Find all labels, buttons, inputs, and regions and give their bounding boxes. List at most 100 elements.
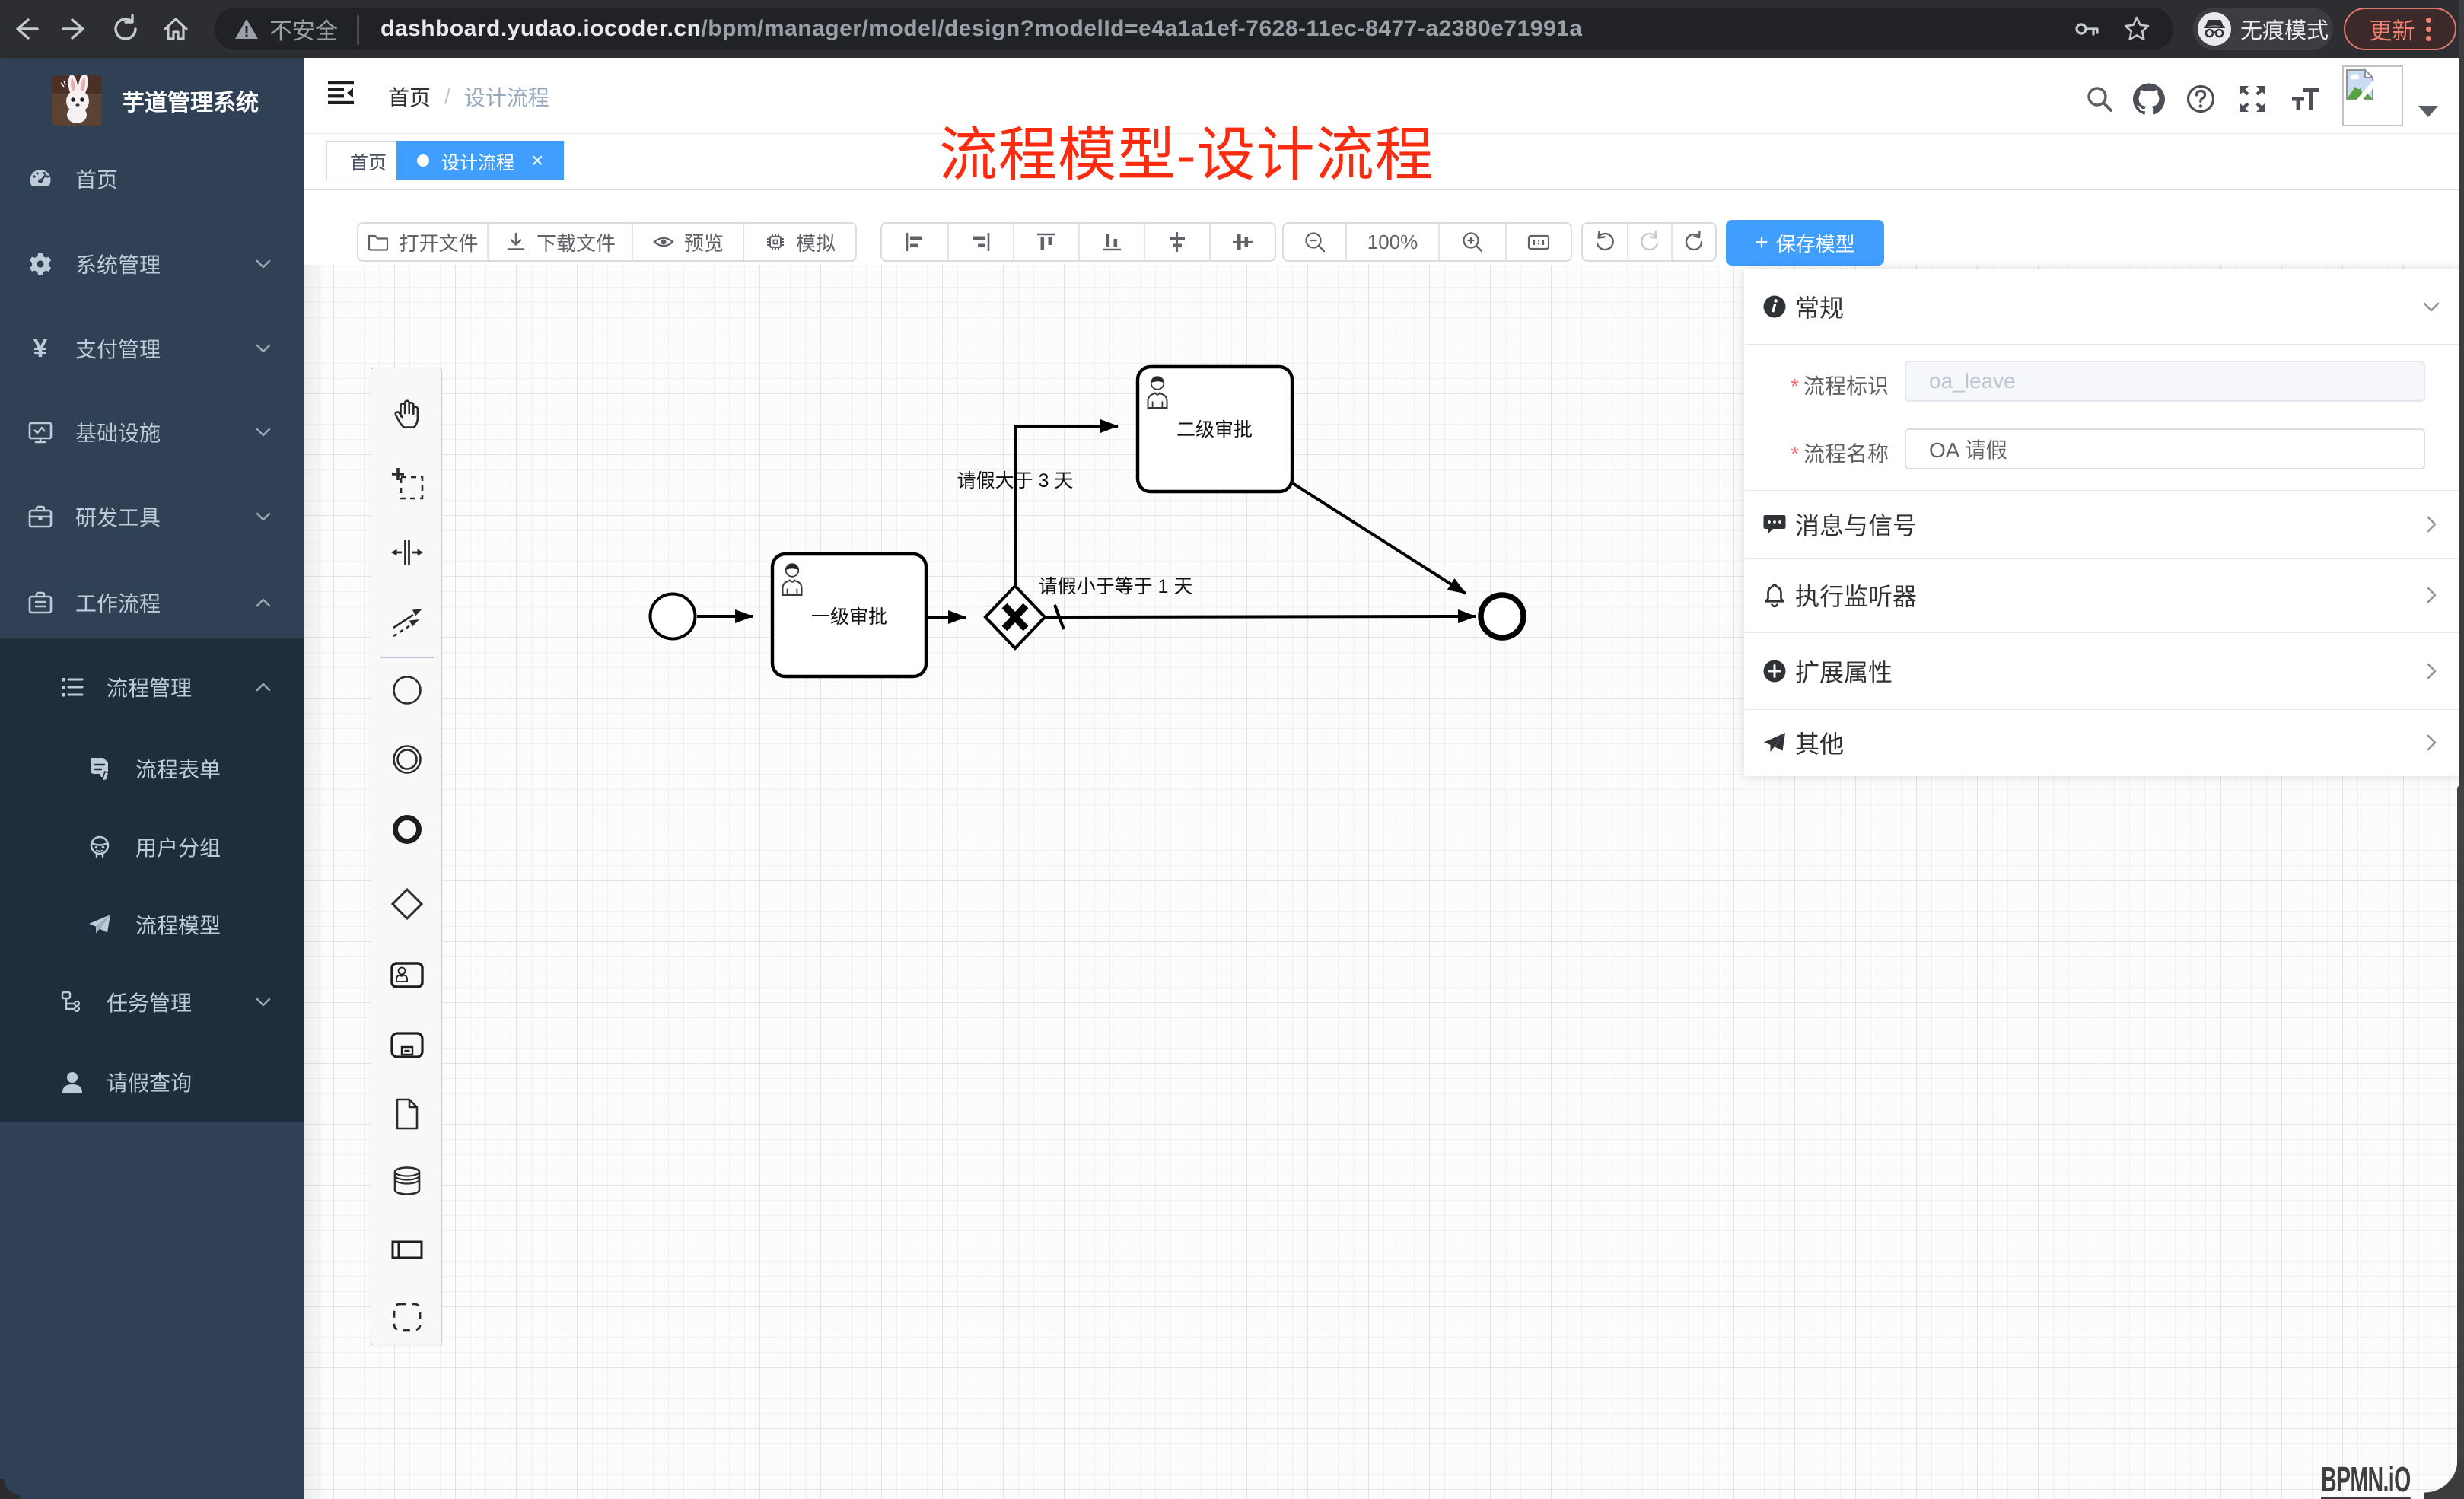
monitor-icon xyxy=(27,419,53,445)
sidebar-item-home[interactable]: 首页 xyxy=(0,139,304,218)
field-label-text: 流程名称 xyxy=(1803,442,1889,466)
simulate-button[interactable]: 模拟 xyxy=(743,224,855,260)
browser-back-button[interactable] xyxy=(0,0,50,58)
align-left-button[interactable] xyxy=(882,224,947,260)
align-bottom-button[interactable] xyxy=(1078,224,1144,260)
sidebar-item-task-mgmt[interactable]: 任务管理 xyxy=(0,963,304,1042)
panel-section-extended[interactable]: 扩展属性 xyxy=(1744,632,2464,709)
zoom-in-button[interactable] xyxy=(1438,224,1505,260)
browser-menu-kebab-icon[interactable] xyxy=(2425,17,2431,41)
sidebar-item-devtools[interactable]: 研发工具 xyxy=(0,477,304,556)
panel-section-other[interactable]: 其他 xyxy=(1744,709,2464,776)
palette-create-data-store[interactable] xyxy=(371,1146,443,1215)
preview-button[interactable]: 预览 xyxy=(632,224,743,260)
sidebar-item-system[interactable]: 系统管理 xyxy=(0,224,304,304)
palette-global-connect-tool[interactable] xyxy=(371,587,443,656)
bpmn-task-level2[interactable] xyxy=(1135,364,1294,494)
chevron-right-icon xyxy=(2427,663,2437,679)
align-right-button[interactable] xyxy=(947,224,1013,260)
align-center-button[interactable] xyxy=(1144,224,1209,260)
restart-button[interactable] xyxy=(1671,224,1715,260)
palette-hand-tool[interactable] xyxy=(371,379,443,448)
header-fontsize-button[interactable] xyxy=(2287,82,2321,116)
sidebar-item-leave-query[interactable]: 请假查询 xyxy=(0,1042,304,1122)
align-middle-button[interactable] xyxy=(1209,224,1275,260)
palette-lasso-tool[interactable] xyxy=(371,448,443,517)
sidebar-item-process-model[interactable]: 流程模型 xyxy=(0,885,304,964)
breadcrumb-home[interactable]: 首页 xyxy=(388,86,431,110)
zoom-reset-button[interactable] xyxy=(1505,224,1571,260)
sidebar-item-process-mgmt[interactable]: 流程管理 xyxy=(0,648,304,727)
bpmn-flow-task2-end[interactable] xyxy=(1290,481,1467,595)
bookmark-star-icon[interactable] xyxy=(2123,15,2150,43)
bpmn-io-watermark[interactable]: BPMN.iO xyxy=(2321,1462,2411,1499)
search-icon xyxy=(2087,87,2112,112)
bpmn-gateway-x-icon xyxy=(1001,603,1029,632)
sidebar-item-infra[interactable]: 基础设施 xyxy=(0,393,304,472)
header-fullscreen-button[interactable] xyxy=(2236,82,2269,116)
bpmn-task-level1[interactable] xyxy=(770,552,928,679)
sidebar-toggle-button[interactable] xyxy=(328,81,354,104)
bpmn-flow-gt3[interactable] xyxy=(1014,419,1119,586)
password-key-icon[interactable] xyxy=(2073,15,2100,43)
bpmn-flow-le1[interactable] xyxy=(1044,609,1476,624)
panel-section-listeners[interactable]: 执行监听器 xyxy=(1744,558,2464,632)
browser-reload-button[interactable] xyxy=(100,0,151,58)
zoom-out-button[interactable] xyxy=(1284,224,1345,260)
bpmn-palette xyxy=(371,368,442,1345)
palette-create-group[interactable] xyxy=(371,1282,443,1351)
panel-divider xyxy=(1744,558,2464,559)
palette-create-start-event[interactable] xyxy=(371,655,443,724)
zoom-reset-icon xyxy=(1527,234,1550,250)
broken-image-icon xyxy=(2346,68,2374,100)
sidebar-logo[interactable]: 芋道管理系统 xyxy=(0,58,304,143)
palette-create-data-object[interactable] xyxy=(371,1079,443,1148)
header-help-button[interactable] xyxy=(2184,82,2217,116)
tag-close-icon[interactable]: × xyxy=(531,148,544,172)
header-search-button[interactable] xyxy=(2083,82,2116,116)
sidebar-item-payment[interactable]: ¥ 支付管理 xyxy=(0,309,304,388)
palette-create-gateway[interactable] xyxy=(371,869,443,938)
button-label: 打开文件 xyxy=(399,231,479,255)
sidebar-item-process-form[interactable]: 流程表单 xyxy=(0,729,304,808)
space-tool-icon xyxy=(391,539,423,565)
palette-create-intermediate-event[interactable] xyxy=(371,724,443,794)
save-label: 保存模型 xyxy=(1775,232,1855,256)
panel-section-general[interactable]: 常规 xyxy=(1744,269,2464,344)
palette-space-tool[interactable] xyxy=(371,517,443,587)
palette-create-participant[interactable] xyxy=(371,1214,443,1284)
group-shape-icon xyxy=(393,1303,422,1331)
header-github-button[interactable] xyxy=(2132,82,2166,116)
palette-create-user-task[interactable] xyxy=(371,940,443,1009)
user-avatar[interactable] xyxy=(2342,65,2403,126)
avatar-dropdown-caret[interactable] xyxy=(2418,106,2438,117)
scrollbar-thumb[interactable] xyxy=(2457,785,2464,1491)
align-top-button[interactable] xyxy=(1013,224,1078,260)
redo-button[interactable] xyxy=(1627,224,1671,260)
eye-icon xyxy=(653,237,674,247)
browser-home-button[interactable] xyxy=(151,0,201,58)
open-file-button[interactable]: 打开文件 xyxy=(358,224,487,260)
address-bar[interactable]: 不安全 │ dashboard.yudao.iocoder.cn/bpm/man… xyxy=(215,8,2173,50)
chevron-down-icon xyxy=(256,259,271,269)
send-icon xyxy=(1761,729,1788,756)
browser-chrome: 不安全 │ dashboard.yudao.iocoder.cn/bpm/man… xyxy=(0,0,2464,58)
process-name-input[interactable]: OA 请假 xyxy=(1905,428,2425,469)
sidebar-item-workflow[interactable]: 工作流程 xyxy=(0,563,304,642)
panel-section-title: 常规 xyxy=(1795,294,1845,322)
process-key-input[interactable]: oa_leave xyxy=(1905,361,2425,402)
browser-forward-button[interactable] xyxy=(50,0,100,58)
tag-design-process[interactable]: 设计流程 × xyxy=(396,141,565,180)
palette-create-subprocess[interactable] xyxy=(371,1010,443,1079)
sidebar-item-user-group[interactable]: 用户分组 xyxy=(0,807,304,886)
undo-button[interactable] xyxy=(1583,224,1627,260)
bpmn-start-event[interactable] xyxy=(648,592,697,641)
browser-update-button[interactable]: 更新 xyxy=(2344,8,2456,50)
panel-section-messages[interactable]: 消息与信号 xyxy=(1744,490,2464,558)
sidebar-item-label: 系统管理 xyxy=(75,253,161,277)
download-file-button[interactable]: 下载文件 xyxy=(487,224,632,260)
tag-home[interactable]: 首页 xyxy=(326,141,410,180)
palette-create-end-event[interactable] xyxy=(371,794,443,864)
save-model-button[interactable]: + 保存模型 xyxy=(1726,220,1884,266)
bpmn-end-event[interactable] xyxy=(1478,592,1526,641)
